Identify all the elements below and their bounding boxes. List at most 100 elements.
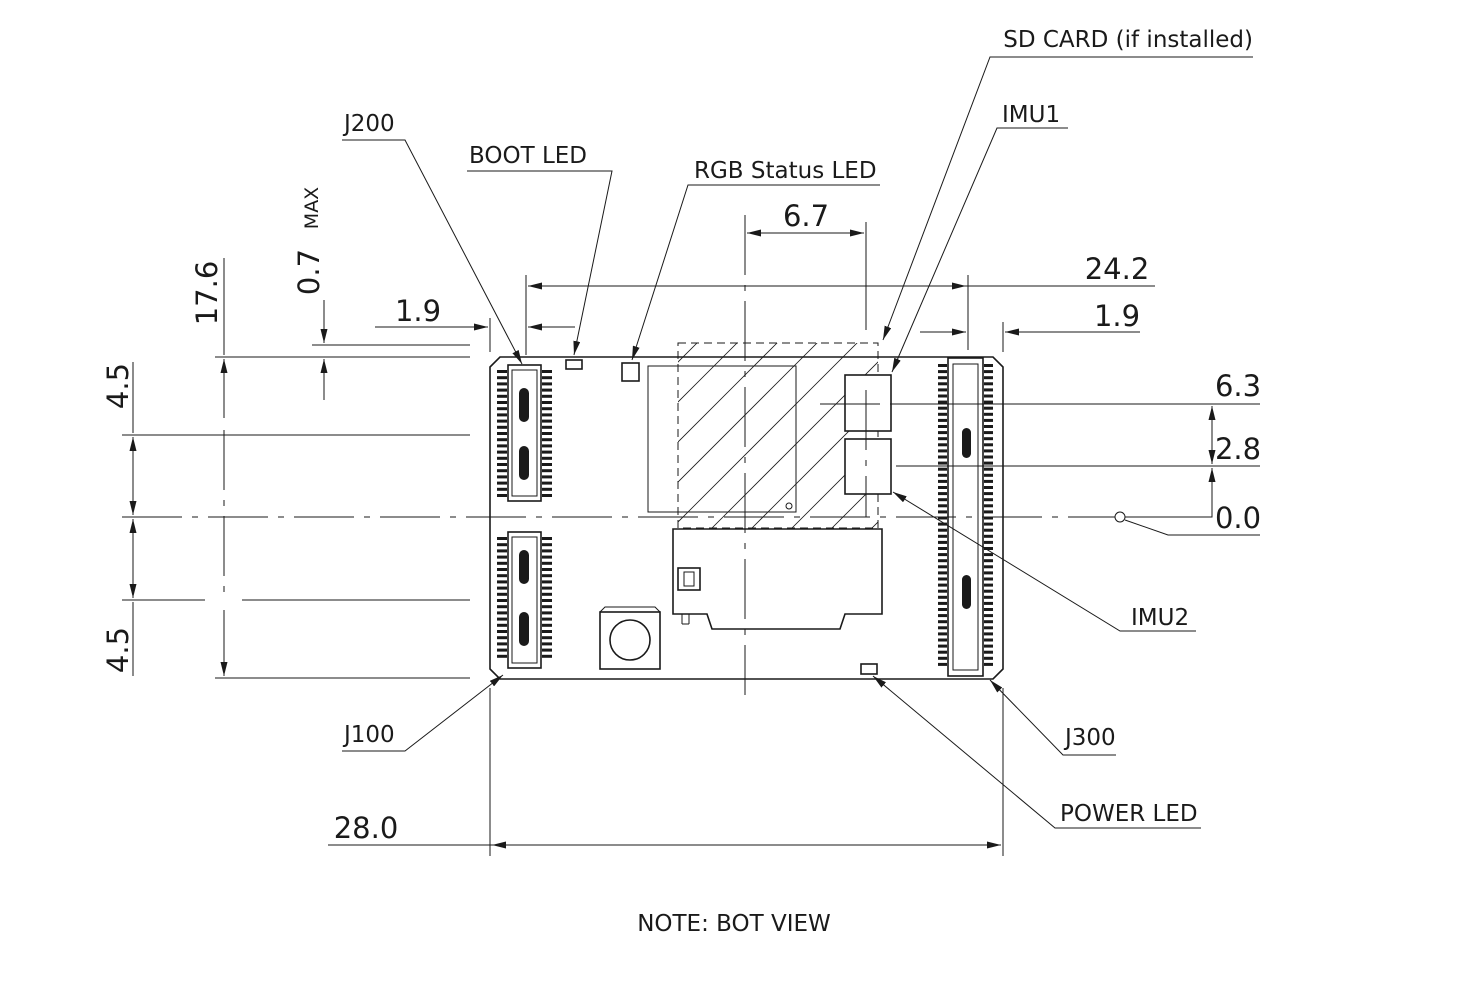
connector-pin: [497, 561, 507, 565]
dim-0-7-text: 0.7: [292, 249, 326, 295]
dim-2-8-text: 2.8: [1215, 432, 1261, 466]
dim-28-0: 28.0: [328, 688, 1004, 856]
imu2-package: [844, 438, 892, 495]
dim-0-7-max: 0.7 MAX: [292, 187, 470, 400]
connector-pin: [984, 376, 993, 380]
connector-pin: [542, 419, 552, 423]
connector-pin: [938, 595, 947, 599]
connector-pin: [497, 401, 507, 404]
connector-pin: [984, 522, 993, 526]
connector-pin: [542, 648, 552, 652]
boot-led: [565, 359, 583, 370]
connector-pin: [497, 463, 507, 466]
dim-0-0-text: 0.0: [1215, 501, 1261, 535]
connector-pin: [938, 431, 947, 435]
connector-pin: [542, 586, 552, 590]
connector-pin: [938, 638, 947, 642]
dim-24-2-text: 24.2: [1085, 252, 1150, 286]
connector-pin: [542, 407, 552, 411]
connector-pin: [938, 620, 947, 624]
callout-j200: J200: [342, 111, 395, 137]
connector-pin: [542, 388, 552, 392]
connector-j200: [507, 364, 542, 502]
connector-pin: [938, 467, 947, 471]
connector-pin: [542, 481, 552, 485]
dim-6-3-text: 6.3: [1215, 369, 1261, 403]
connector-pin: [938, 425, 947, 428]
connector-pin: [938, 443, 947, 447]
connector-pin: [984, 504, 993, 508]
connector-pin: [497, 456, 507, 460]
connector-pin: [938, 370, 947, 374]
connector-pin: [542, 555, 552, 559]
connector-pin: [984, 412, 993, 416]
connector-pin: [497, 376, 507, 380]
callout-sd-card: SD CARD (if installed): [1003, 27, 1253, 53]
connector-pin: [497, 586, 507, 590]
connector-pin: [542, 605, 552, 609]
connector-pin: [542, 549, 552, 553]
connector-pin: [938, 400, 947, 404]
connector-pin: [984, 437, 993, 441]
connector-pin: [938, 388, 947, 392]
dim-28-0-text: 28.0: [334, 811, 399, 845]
callout-rgb-status-led: RGB Status LED: [694, 158, 877, 184]
dim-1-9-right: 1.9: [920, 299, 1140, 352]
connector-pin: [542, 463, 552, 466]
connector-pin: [984, 449, 993, 453]
imu1-package: [844, 374, 892, 432]
dim-right-stack: 6.3 2.8 0.0: [896, 369, 1261, 536]
connector-pin: [497, 370, 507, 373]
connector-pin: [497, 654, 507, 658]
connector-pin: [542, 636, 552, 640]
callout-leaders: [342, 56, 1253, 829]
connector-pin: [938, 473, 947, 477]
connector-pin: [984, 571, 993, 575]
connector-pin: [497, 543, 507, 547]
dim-4-5-bottom: 4.5: [101, 519, 137, 676]
callout-j100: J100: [342, 722, 395, 748]
connector-pin: [497, 537, 507, 540]
connector-pin: [984, 577, 993, 581]
connector-pin: [938, 547, 947, 550]
main-chip: [647, 365, 797, 513]
connector-pin: [938, 412, 947, 416]
center-lines: [122, 215, 1115, 695]
connector-pin: [938, 418, 947, 422]
connector-pin: [542, 611, 552, 615]
connector-pin: [984, 461, 993, 465]
connector-pin: [984, 620, 993, 624]
connector-pin: [542, 425, 552, 429]
connector-pin: [938, 589, 947, 593]
connector-pin: [984, 498, 993, 502]
connector-pin: [984, 510, 993, 514]
connector-pin: [938, 528, 947, 532]
connector-pin: [938, 577, 947, 581]
connector-pin: [984, 644, 993, 648]
power-led: [860, 663, 878, 675]
connector-pin: [542, 413, 552, 417]
connector-pin: [497, 555, 507, 559]
note-bot-view: NOTE: BOT VIEW: [637, 911, 831, 937]
connector-pin: [497, 444, 507, 448]
connector-pin: [984, 626, 993, 630]
connector-pin: [542, 642, 552, 646]
connector-pin: [497, 642, 507, 646]
connector-pin: [542, 574, 552, 578]
connector-pin: [984, 565, 993, 569]
connector-pin: [542, 382, 552, 386]
dim-4-5-top: 4.5: [101, 362, 137, 515]
connector-pin: [984, 492, 993, 496]
connector-pin: [497, 407, 507, 411]
connector-pin: [984, 455, 993, 459]
connector-pin: [938, 510, 947, 514]
connector-pin: [984, 601, 993, 605]
connector-pin: [938, 394, 947, 398]
connector-pin: [497, 475, 507, 479]
connector-pin: [542, 537, 552, 540]
connector-pin: [938, 437, 947, 441]
connector-pin: [542, 494, 552, 497]
connector-pin: [542, 623, 552, 627]
connector-pin: [984, 382, 993, 386]
dim-6-7: 6.7: [747, 199, 867, 330]
